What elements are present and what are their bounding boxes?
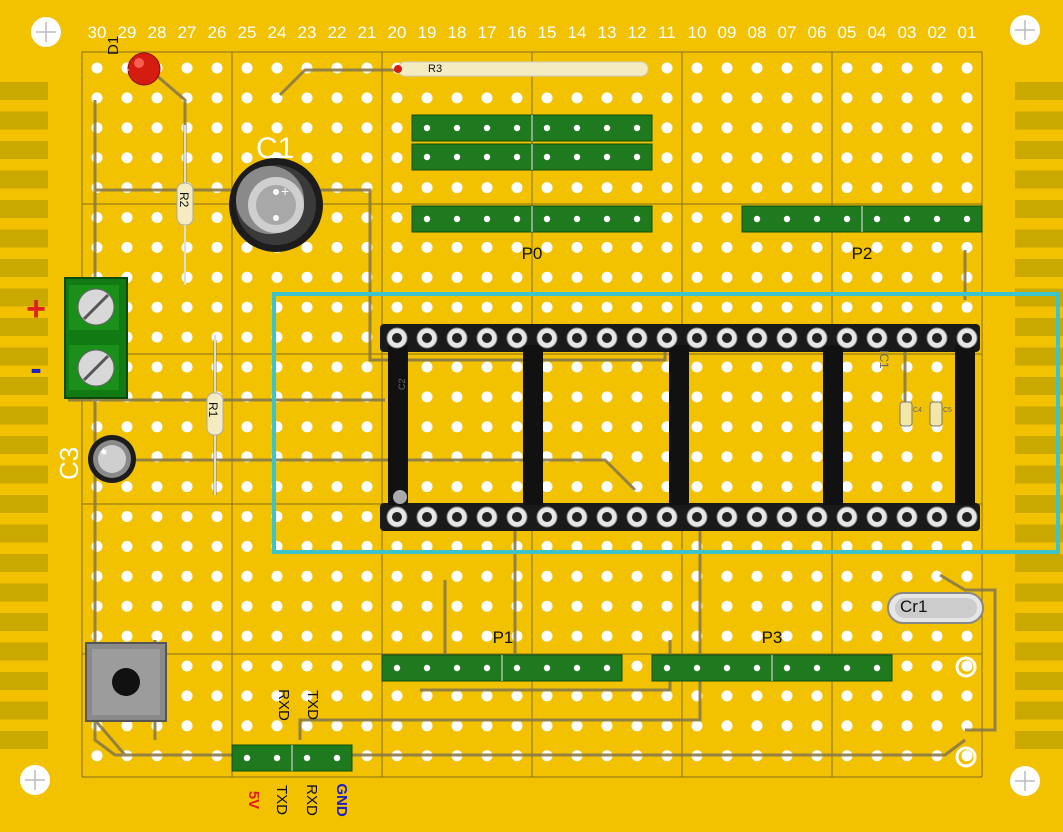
column-number: 27 [178, 23, 197, 42]
column-number: 28 [148, 23, 167, 42]
column-number: 06 [808, 23, 827, 42]
column-number: 13 [598, 23, 617, 42]
c1-label: C1 [256, 132, 294, 165]
mount-hole-bottom-right [1010, 766, 1040, 796]
column-number: 22 [328, 23, 347, 42]
svg-text:+: + [100, 446, 106, 458]
column-number: 17 [478, 23, 497, 42]
column-number: 07 [778, 23, 797, 42]
resistor-r3: R3 [394, 61, 649, 77]
crystal-cr1: Cr1 [887, 592, 984, 624]
edge-fingers-left [0, 82, 48, 749]
column-number: 16 [508, 23, 527, 42]
r1-label: R1 [206, 402, 220, 418]
column-number: 03 [898, 23, 917, 42]
c3-label: C3 [54, 447, 84, 480]
column-number: 29 [118, 23, 137, 42]
column-number: 14 [568, 23, 587, 42]
rxd-bottom-label: RXD [303, 784, 320, 816]
5v-label: 5V [245, 791, 262, 809]
column-number: 08 [748, 23, 767, 42]
column-numbers: 30 29 28 27 26 25 24 23 22 21 20 19 18 17 16 15 14 13 12 11… [88, 23, 977, 42]
r2-label: R2 [177, 192, 191, 208]
header-p2 [741, 205, 983, 233]
cap-c4: C4 [899, 401, 922, 427]
svg-text:C5: C5 [943, 407, 952, 414]
column-number: 05 [838, 23, 857, 42]
column-number: 21 [358, 23, 377, 42]
gnd-label: GND [333, 783, 350, 817]
p1-label: P1 [493, 628, 514, 647]
column-number: 26 [208, 23, 227, 42]
column-number: 12 [628, 23, 647, 42]
resistor-r2: R2 [176, 125, 194, 285]
column-number: 15 [538, 23, 557, 42]
minus-label: - [30, 350, 41, 388]
mount-hole-bottom-left [20, 765, 50, 795]
wire-traces [68, 67, 997, 757]
column-number: 19 [418, 23, 437, 42]
ic-label: IC1 [877, 350, 891, 369]
p3-label: P3 [762, 628, 783, 647]
column-number: 04 [868, 23, 887, 42]
d1-label: D1 [105, 36, 122, 55]
column-number: 25 [238, 23, 257, 42]
txd-bottom-label: TXD [273, 785, 290, 815]
header-p1 [381, 654, 623, 682]
rxd-top-label: RXD [275, 689, 292, 721]
resistor-r1: R1 [206, 335, 224, 495]
column-number: 24 [268, 23, 287, 42]
svg-text:C4: C4 [913, 407, 922, 414]
column-number: 11 [658, 23, 676, 42]
mount-hole-top-left [31, 17, 61, 47]
header-p3 [651, 654, 893, 682]
led-d1: + D1 [105, 36, 161, 86]
column-number: 01 [958, 23, 977, 42]
selection-highlight [272, 292, 1060, 554]
header-serial [231, 744, 353, 772]
p2-label: P2 [852, 244, 873, 263]
p0-label: P0 [522, 244, 543, 263]
mount-hole-top-right [1010, 15, 1040, 45]
c2-label: C2 [397, 378, 407, 390]
edge-fingers-right [1015, 82, 1063, 749]
push-button [85, 642, 167, 722]
column-number: 10 [688, 23, 707, 42]
header-p0-top-row1 [411, 114, 653, 142]
plus-label: + [26, 290, 46, 328]
terminal-block [64, 277, 128, 399]
r3-label: R3 [428, 63, 442, 75]
column-number: 30 [88, 23, 107, 42]
cap-c5: C5 [929, 401, 952, 427]
column-number: 23 [298, 23, 317, 42]
svg-text:+: + [122, 62, 130, 77]
svg-text:+: + [281, 183, 289, 199]
ic-socket: C2 IC1 [380, 324, 980, 531]
header-p0-top-row2 [411, 143, 653, 171]
column-number: 02 [928, 23, 947, 42]
ring-pad [955, 656, 977, 678]
pin1-marker [393, 490, 407, 504]
column-number: 18 [448, 23, 467, 42]
header-p0 [411, 205, 653, 233]
column-number: 09 [718, 23, 737, 42]
capacitor-c1: + C1 [229, 132, 323, 252]
txd-top-label: TXD [304, 690, 321, 720]
cr1-label: Cr1 [900, 597, 927, 616]
header-strips [231, 114, 983, 772]
capacitor-c3: + C3 [54, 435, 136, 483]
ring-pad [955, 746, 977, 768]
column-number: 20 [388, 23, 407, 42]
